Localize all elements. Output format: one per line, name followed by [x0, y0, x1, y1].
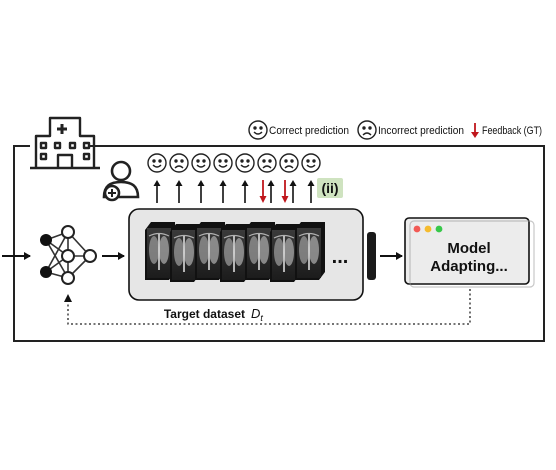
- legend-incorrect-label: Incorrect prediction: [378, 125, 464, 137]
- legend-feedback-label: Feedback (GT): [482, 125, 542, 137]
- feedback-arrow-icon: [471, 123, 479, 138]
- step-label: (ii): [321, 180, 338, 196]
- prediction-arrow: [267, 180, 275, 203]
- legend-correct-label: Correct prediction: [269, 125, 349, 137]
- prediction-arrows: [153, 180, 315, 203]
- connector-bar: [367, 232, 376, 280]
- correct-face-icon: [213, 153, 233, 173]
- incorrect-face-icon: [169, 153, 189, 173]
- prediction-arrow: [153, 180, 161, 203]
- hospital-icon: [30, 116, 100, 170]
- adapter-line1: Model: [447, 240, 490, 257]
- x-ray-image-icon: [145, 222, 175, 280]
- dataset-symbol: Dt: [251, 306, 263, 323]
- adapter-line2: Adapting...: [430, 258, 508, 275]
- x-ray-image-icon: [195, 222, 225, 280]
- update-loop-arrowhead: [64, 294, 72, 302]
- prediction-arrow: [175, 180, 183, 203]
- dataset-label: Target dataset: [164, 307, 245, 321]
- neural-network-icon: [40, 225, 97, 285]
- correct-face-icon: [301, 153, 321, 173]
- incorrect-face-icon: [357, 120, 377, 140]
- feedback-arrow: [259, 180, 267, 203]
- prediction-arrow: [289, 180, 297, 203]
- doctor-icon: [102, 160, 140, 202]
- update-loop-line: [67, 289, 471, 325]
- correct-face-icon: [248, 120, 268, 140]
- x-ray-stack: [145, 222, 325, 282]
- legend: Correct prediction Incorrect prediction …: [248, 120, 542, 140]
- prediction-arrow: [197, 180, 205, 203]
- incorrect-face-icon: [279, 153, 299, 173]
- x-ray-image-icon: [245, 222, 275, 280]
- feedback-arrow: [281, 180, 289, 203]
- prediction-faces: [147, 153, 321, 173]
- x-ray-image-icon: [170, 224, 200, 282]
- incorrect-face-icon: [257, 153, 277, 173]
- prediction-arrow: [241, 180, 249, 203]
- dataset-ellipsis: ...: [332, 246, 349, 268]
- correct-face-icon: [235, 153, 255, 173]
- model-adapting-window: Model Adapting...: [404, 217, 535, 288]
- x-ray-image-icon: [220, 224, 250, 282]
- window-dots-icon: [413, 225, 443, 233]
- x-ray-image-icon: [295, 222, 325, 280]
- step-highlight: [317, 178, 343, 198]
- prediction-arrow: [307, 180, 315, 203]
- correct-face-icon: [147, 153, 167, 173]
- prediction-arrow: [219, 180, 227, 203]
- outer-frame: [13, 145, 545, 342]
- x-ray-image-icon: [270, 224, 300, 282]
- correct-face-icon: [191, 153, 211, 173]
